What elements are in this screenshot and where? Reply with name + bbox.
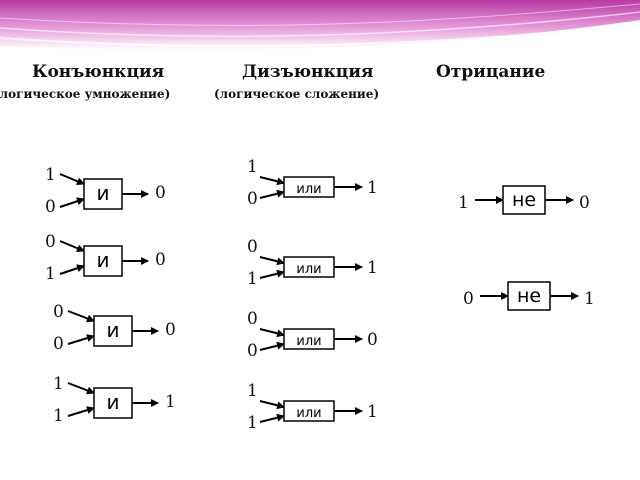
and-output-value: 0: [155, 250, 166, 270]
and-input-1-value: 0: [45, 232, 56, 252]
and-input-1-value: 1: [53, 374, 64, 394]
and-input-1-arrow: [59, 240, 85, 252]
not-input-value: 1: [458, 193, 469, 213]
or-input-1-arrow: [259, 400, 285, 410]
disjunction-title: Дизъюнкция: [242, 62, 374, 82]
and-input-2-value: 0: [53, 334, 64, 354]
not-gate-box: [502, 185, 546, 215]
and-gate-label: и: [107, 318, 120, 342]
or-gate-label: или: [296, 262, 321, 277]
not-output-value: 0: [579, 193, 590, 213]
or-input-1-value: 0: [247, 309, 258, 329]
and-input-1-arrow: [67, 310, 95, 323]
and-gate-label: и: [97, 248, 110, 272]
and-input-2-value: 1: [53, 406, 64, 426]
or-input-2-value: 1: [247, 269, 258, 289]
conjunction-subtitle: (логическое умножение): [0, 87, 171, 101]
conjunction-title: Конъюнкция: [32, 62, 165, 82]
or-output-value: 1: [367, 402, 378, 422]
or-input-1-value: 1: [247, 157, 258, 177]
or-input-1-value: 1: [247, 381, 258, 401]
or-input-2-arrow: [259, 413, 285, 423]
or-input-2-value: 0: [247, 341, 258, 361]
or-output-value: 1: [367, 178, 378, 198]
or-gate-label: или: [296, 406, 321, 421]
or-gate-label: или: [296, 182, 321, 197]
and-gate-label: и: [97, 181, 110, 205]
and-output-value: 0: [165, 320, 176, 340]
and-input-1-arrow: [59, 173, 85, 185]
or-input-2-arrow: [259, 341, 285, 351]
and-input-2-value: 0: [45, 197, 56, 217]
not-gate-label: не: [517, 285, 541, 307]
or-gate-label: или: [296, 334, 321, 349]
negation-title: Отрицание: [436, 62, 546, 82]
disjunction-subtitle: (логическое сложение): [214, 87, 380, 101]
and-input-1-arrow: [67, 382, 95, 395]
and-input-2-arrow: [67, 334, 95, 345]
or-output-value: 1: [367, 258, 378, 278]
or-input-1-arrow: [259, 256, 285, 266]
or-input-1-arrow: [259, 328, 285, 338]
and-input-2-arrow: [59, 197, 85, 208]
or-input-2-arrow: [259, 269, 285, 279]
and-output-value: 1: [165, 392, 176, 412]
and-input-1-value: 0: [53, 302, 64, 322]
or-input-2-arrow: [259, 189, 285, 199]
and-input-2-value: 1: [45, 264, 56, 284]
or-output-value: 0: [367, 330, 378, 350]
or-input-1-arrow: [259, 176, 285, 186]
not-gate-label: не: [512, 189, 536, 211]
not-input-value: 0: [463, 289, 474, 309]
not-output-value: 1: [584, 289, 595, 309]
header-banner: [0, 0, 640, 50]
and-gate-label: и: [107, 390, 120, 414]
and-gate-box: [93, 315, 133, 347]
and-output-value: 0: [155, 183, 166, 203]
or-input-1-value: 0: [247, 237, 258, 257]
or-input-2-value: 0: [247, 189, 258, 209]
and-input-2-arrow: [67, 406, 95, 417]
or-input-2-value: 1: [247, 413, 258, 433]
and-input-2-arrow: [59, 264, 85, 275]
and-input-1-value: 1: [45, 165, 56, 185]
